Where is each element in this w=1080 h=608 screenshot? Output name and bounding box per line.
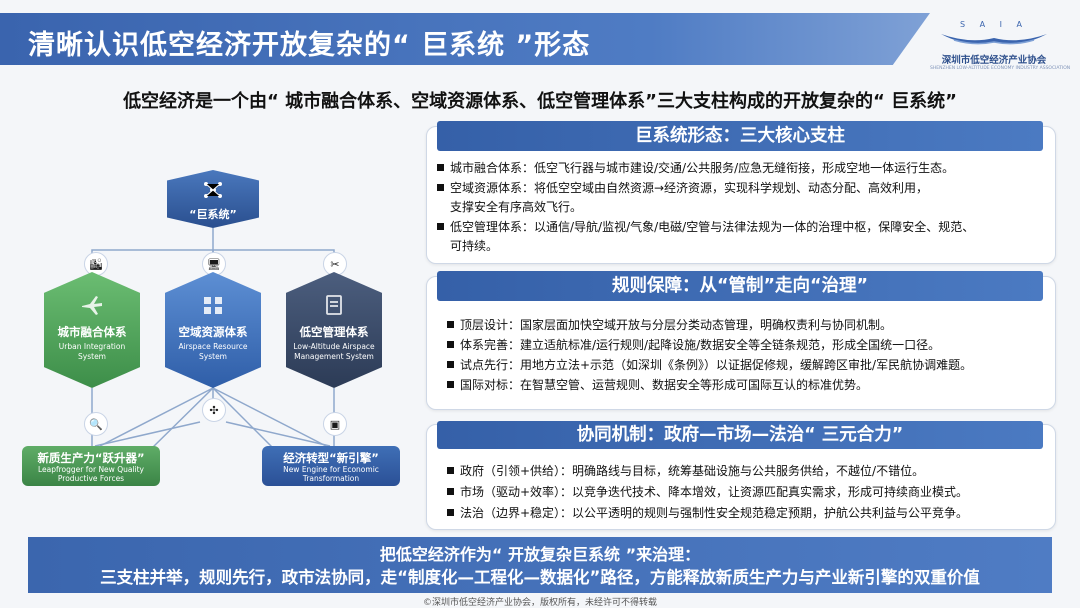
- list-item: 顶层设计：国家层面加快空域开放与分层分类动态管理，明确权责利与协同机制。: [447, 317, 892, 334]
- list-item-continuation: 支撑安全有序高效飞行。: [450, 200, 583, 214]
- conclusion-band: [28, 537, 1052, 593]
- bullet: [447, 467, 454, 474]
- subtitle: 低空经济是一个由“ 城市融合体系、空域资源体系、低空管理体系”三大支柱构成的开放…: [123, 91, 957, 112]
- list-item-text: 市场（驱动+效率）：以竞争迭代技术、降本增效，让资源匹配真实需求，形成可持续商业…: [460, 485, 969, 499]
- logo-acronym: S A I A: [959, 20, 1028, 29]
- bullet: [437, 184, 444, 191]
- outcome-leapfrogger-en: Leapfrogger for New Quality Productive F…: [37, 465, 144, 483]
- pillar-urban: 城市融合体系 Urban Integration System: [44, 272, 140, 388]
- list-item: 国际对标：在智慧空管、运营规则、数据安全等形成可国际互认的标准优势。: [447, 377, 868, 394]
- list-item-text: 体系完善：建立适航标准/运行规则/起降设施/数据安全等全链条规范，形成全国统一口…: [460, 338, 941, 352]
- list-item-continuation: 可持续。: [450, 239, 499, 253]
- list-item-text: 低空管理体系：以通信/导航/监视/气象/电磁/空管与法律法规为一体的治理中枢，保…: [450, 220, 975, 234]
- panel-core-pillars: 巨系统形态：三大核心支柱 城市融合体系：低空飞行器与城市建设/交通/公共服务/应…: [426, 121, 1056, 264]
- conclusion-line-1: 把低空经济作为“ 开放复杂巨系统 ”来治理：: [379, 545, 701, 564]
- bullet: [447, 488, 454, 495]
- outcome-new-engine-en: New Engine for Economic Transformation: [283, 465, 379, 483]
- bullet: [447, 361, 454, 368]
- pillar-airspace-en: Airspace Resource System: [178, 342, 248, 361]
- list-item-text: 顶层设计：国家层面加快空域开放与分层分类动态管理，明确权责利与协同机制。: [460, 318, 893, 332]
- bullet: [447, 321, 454, 328]
- bullet: [447, 381, 454, 388]
- pillar-management-en: Low-Altitude Airspace Management System: [293, 342, 375, 361]
- list-item-text: 国际对标：在智慧空管、运营规则、数据安全等形成可国际互认的标准优势。: [460, 378, 869, 392]
- list-item: 试点先行：用地方立法+示范（如深圳《条例》）以证据促修规，缓解跨区审批/军民航协…: [447, 357, 972, 374]
- outcome-leapfrogger-cn: 新质生产力“跃升器”: [37, 451, 145, 465]
- tools-icon: ✂: [323, 252, 347, 276]
- outcome-new-engine: 经济转型“新引擎” New Engine for Economic Transf…: [262, 446, 400, 486]
- list-item: 空域资源体系：将低空空域由自然资源→经济资源，实现科学规划、动态分配、高效利用，: [437, 180, 928, 197]
- giant-system-node: “巨系统”: [167, 170, 259, 228]
- outcome-new-engine-cn: 经济转型“新引擎”: [283, 451, 379, 465]
- list-item: 政府（引领+供给）：明确路线与目标，统筹基础设施与公共服务供给，不越位/不错位。: [447, 463, 924, 480]
- airplane-icon: [82, 296, 102, 315]
- bullet: [447, 509, 454, 516]
- logo-subtitle: SHENZHEN LOW-ALTITUDE ECONOMY INDUSTRY A…: [930, 66, 1071, 71]
- pillar-urban-en: Urban Integration System: [58, 342, 126, 361]
- conclusion-line-2: 三支柱并举，规则先行，政市法协同，走“制度化—工程化—数据化”路径，方能释放新质…: [100, 568, 980, 587]
- list-item-text: 城市融合体系：低空飞行器与城市建设/交通/公共服务/应急无缝衔接，形成空地一体运…: [450, 161, 955, 175]
- copyright-footer: ©深圳市低空经济产业协会，版权所有，未经许可不得转载: [422, 598, 657, 608]
- panel-rule-guarantee: 规则保障：从“管制”走向“治理” 顶层设计：国家层面加快空域开放与分层分类动态管…: [426, 271, 1056, 410]
- pillar-management-cn: 低空管理体系: [299, 325, 369, 339]
- pillar-urban-cn: 城市融合体系: [57, 325, 127, 339]
- monitor-icon: 🖥: [202, 252, 226, 276]
- panel-core-pillars-title: 巨系统形态：三大核心支柱: [437, 121, 1043, 151]
- pillar-management: 低空管理体系 Low-Altitude Airspace Management …: [286, 272, 382, 388]
- giant-system-label: “巨系统”: [189, 208, 237, 221]
- pillar-airspace: 空域资源体系 Airspace Resource System: [165, 272, 261, 388]
- document-icon: [326, 295, 342, 315]
- pillar-airspace-cn: 空域资源体系: [178, 325, 248, 339]
- list-item-text: 空域资源体系：将低空空域由自然资源→经济资源，实现科学规划、动态分配、高效利用，: [450, 181, 929, 195]
- city-icon: 🏙: [84, 252, 108, 276]
- bullet: [437, 223, 444, 230]
- logo-name: 深圳市低空经济产业协会: [941, 55, 1047, 66]
- list-item-text: 试点先行：用地方立法+示范（如深圳《条例》）以证据促修规，缓解跨区审批/军民航协…: [460, 358, 973, 372]
- title-bar: [0, 13, 930, 65]
- list-item: 城市融合体系：低空飞行器与城市建设/交通/公共服务/应急无缝衔接，形成空地一体运…: [437, 160, 954, 177]
- outcome-leapfrogger: 新质生产力“跃升器” Leapfrogger for New Quality P…: [22, 446, 160, 486]
- bullet: [437, 164, 444, 171]
- list-item: 低空管理体系：以通信/导航/监视/气象/电磁/空管与法律法规为一体的治理中枢，保…: [437, 219, 974, 236]
- list-item-text: 法治（边界+稳定）：以公平透明的规则与强制性安全规范稳定预期，护航公共利益与公平…: [460, 506, 969, 520]
- panel-rule-guarantee-title: 规则保障：从“管制”走向“治理”: [437, 271, 1043, 301]
- drone-icon: ✣: [202, 398, 226, 422]
- grid-icon: [204, 297, 222, 314]
- page-title: 清晰认识低空经济开放复杂的“ 巨系统 ”形态: [28, 30, 591, 61]
- list-item: 市场（驱动+效率）：以竞争迭代技术、降本增效，让资源匹配真实需求，形成可持续商业…: [447, 484, 968, 501]
- list-item-text: 政府（引领+供给）：明确路线与目标，统筹基础设施与公共服务供给，不越位/不错位。: [460, 464, 925, 478]
- association-logo: S A I A 深圳市低空经济产业协会 SHENZHEN LOW-ALTITUD…: [930, 20, 1071, 72]
- chip-icon: ▣: [323, 412, 347, 436]
- bullet: [447, 341, 454, 348]
- magnifier-icon: 🔍: [84, 412, 108, 436]
- panel-collaboration: 协同机制：政府—市场—法治“ 三元合力” 政府（引领+供给）：明确路线与目标，统…: [426, 421, 1056, 530]
- network-icon: [204, 182, 222, 198]
- wing-logo-icon: [941, 34, 1047, 45]
- list-item: 法治（边界+稳定）：以公平透明的规则与强制性安全规范稳定预期，护航公共利益与公平…: [447, 505, 968, 522]
- panel-collaboration-title: 协同机制：政府—市场—法治“ 三元合力”: [437, 421, 1043, 449]
- list-item: 体系完善：建立适航标准/运行规则/起降设施/数据安全等全链条规范，形成全国统一口…: [447, 337, 940, 354]
